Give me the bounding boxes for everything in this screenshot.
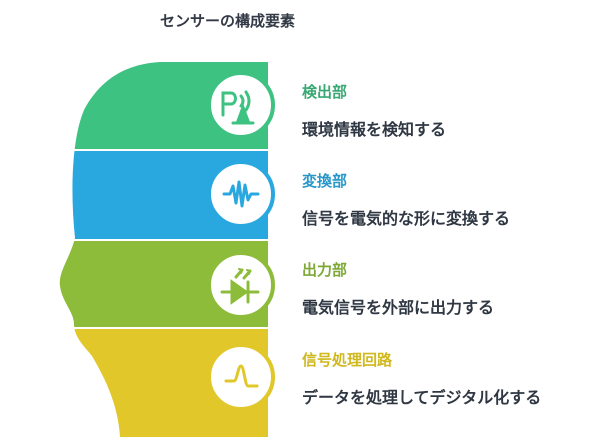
waveform-icon (222, 180, 260, 208)
section-output: 出力部 電気信号を外部に出力する (302, 259, 494, 318)
circle-conversion (207, 160, 275, 228)
section-heading: 信号処理回路 (302, 351, 393, 369)
section-heading: 出力部 (302, 261, 348, 279)
circle-output (207, 251, 275, 319)
section-description: 信号を電気的な形に変換する (302, 209, 511, 228)
sensor-signal-icon (221, 90, 255, 125)
circle-detection (207, 71, 275, 139)
section-description: 環境情報を検知する (302, 120, 447, 139)
section-signal-processing: 信号処理回路 データを処理してデジタル化する (302, 349, 541, 408)
section-heading: 変換部 (302, 172, 348, 190)
led-diode-icon (220, 268, 260, 305)
section-heading: 検出部 (302, 83, 348, 101)
section-conversion: 変換部 信号を電気的な形に変換する (302, 170, 510, 229)
signal-pulse-icon (224, 364, 259, 388)
circle-signal-processing (207, 343, 275, 411)
section-detection: 検出部 環境情報を検知する (302, 81, 446, 140)
section-description: 電気信号を外部に出力する (302, 298, 495, 317)
diagram-title: センサーの構成要素 (160, 12, 296, 30)
section-description: データを処理してデジタル化する (302, 388, 542, 407)
